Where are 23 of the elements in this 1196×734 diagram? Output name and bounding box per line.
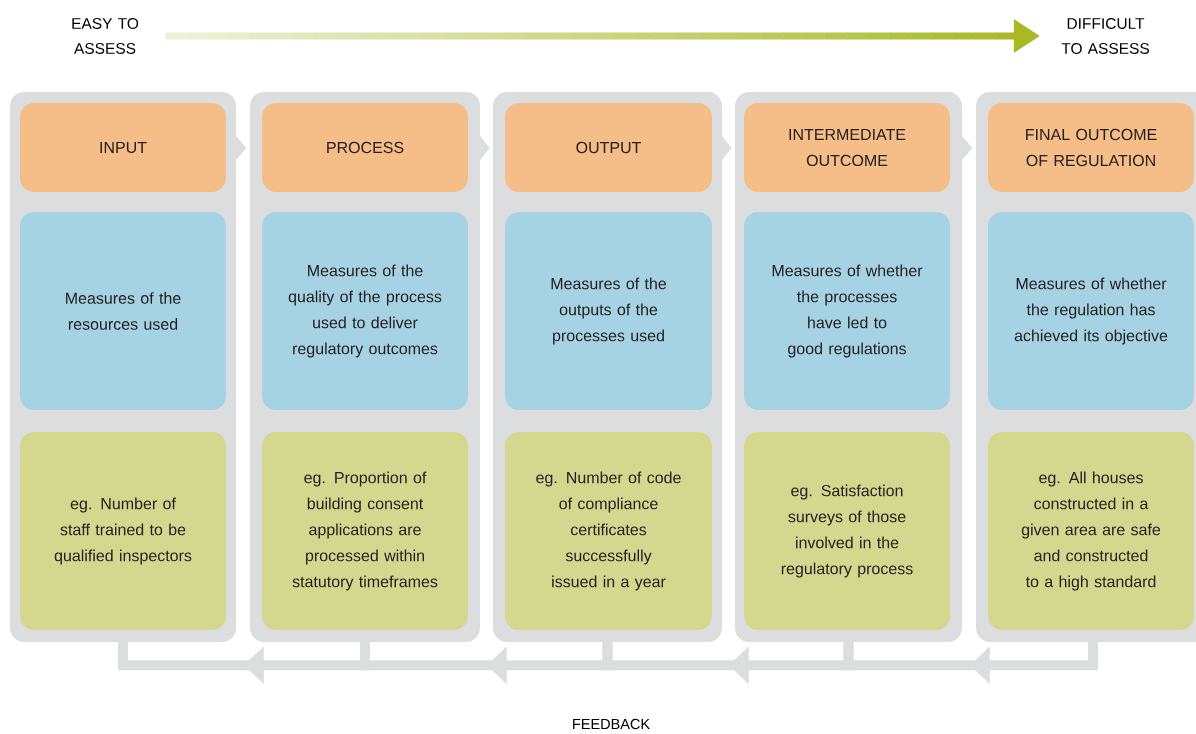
header-box: PROCESS <box>262 103 468 192</box>
header-box: INPUT <box>20 103 226 192</box>
description-box: Measures of the outputs of the processes used <box>505 212 712 410</box>
chevron-arrow <box>961 135 973 161</box>
axis-end-label: DIFFICULT TO ASSESS <box>1061 18 1150 54</box>
description-box: Measures of the resources used <box>20 212 226 410</box>
chevron-arrow <box>721 135 732 161</box>
description-box: Measures of the quality of the process used to deliver regulatory outcomes <box>262 212 468 410</box>
example-box: eg. Number of code of compliance certificates successfully issued in a year <box>505 432 712 630</box>
description-box: Measures of whether the regulation has achieved its objective <box>988 212 1194 410</box>
header-box: OUTPUT <box>505 103 712 192</box>
example-box: eg. Proportion of building consent applications are processed within statutory timeframes <box>262 432 468 630</box>
axis-end-label: EASY TO ASSESS <box>72 18 139 54</box>
chevron-arrow <box>479 135 490 161</box>
feedback-label: FEEDBACK <box>573 718 650 730</box>
feedback-arrow <box>843 641 1098 685</box>
example-box: eg. All houses constructed in a given area are safe and constructed to a high standard <box>988 432 1194 630</box>
example-box: eg. Satisfaction surveys of those involved in the regulatory process <box>744 432 950 630</box>
chevron-arrow <box>235 135 247 161</box>
example-box: eg. Number of staff trained to be qualified inspectors <box>20 432 226 630</box>
header-box: FINAL OUTCOME OF REGULATION <box>988 103 1194 192</box>
header-box: INTERMEDIATE OUTCOME <box>744 103 950 192</box>
description-box: Measures of whether the processes have led to good regulations <box>744 212 950 410</box>
